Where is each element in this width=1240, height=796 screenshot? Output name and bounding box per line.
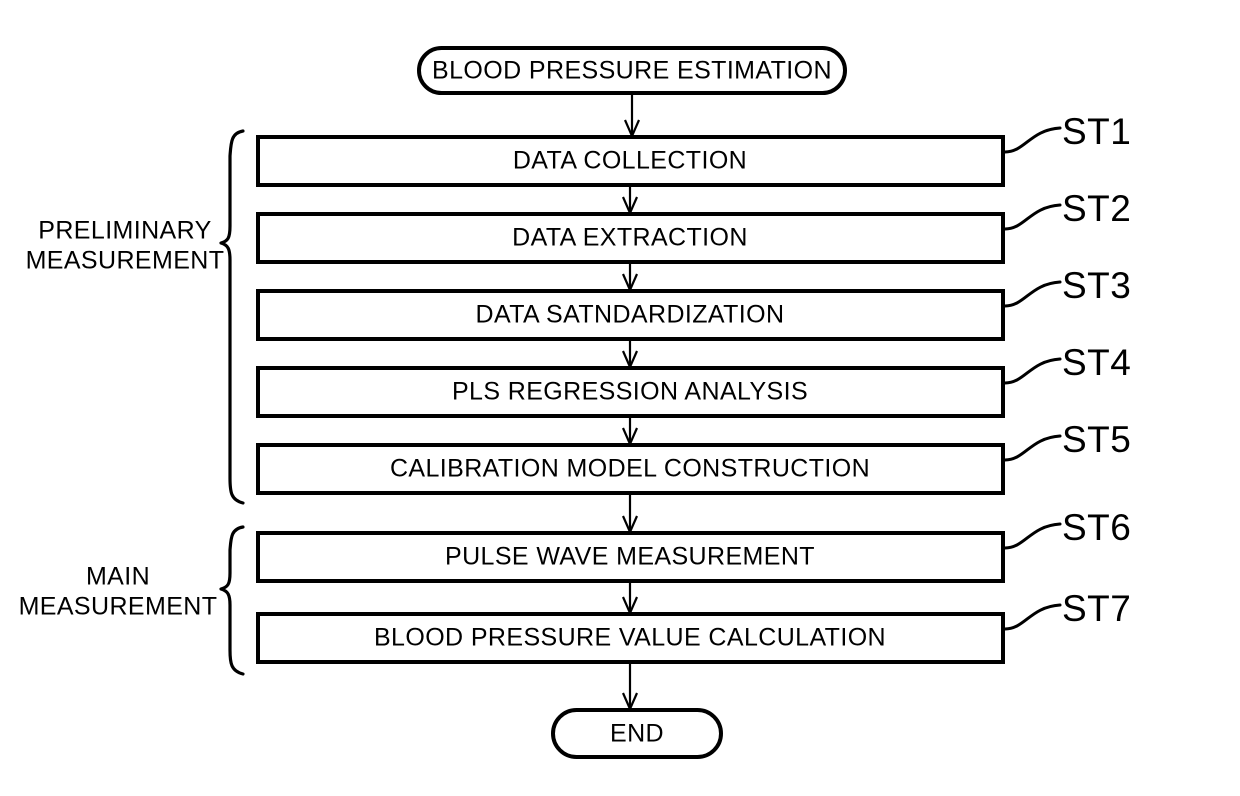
leader-st1: ST1 [1003, 111, 1131, 154]
process-node-st4-label: PLS REGRESSION ANALYSIS [452, 378, 808, 406]
step-tag-st3: ST3 [1062, 265, 1131, 306]
connector-st5-to-st6 [621, 493, 639, 535]
connector-st2-to-st3 [621, 262, 639, 293]
process-node-st6-label: PULSE WAVE MEASUREMENT [445, 543, 815, 571]
process-node-st6: PULSE WAVE MEASUREMENT [256, 531, 1005, 583]
end-node-label: END [610, 720, 664, 748]
end-node: END [551, 708, 723, 759]
leader-st3: ST3 [1003, 265, 1131, 308]
process-node-st3: DATA SATNDARDIZATION [256, 289, 1005, 341]
process-node-st2-label: DATA EXTRACTION [512, 224, 748, 252]
process-node-st7-label: BLOOD PRESSURE VALUE CALCULATION [374, 624, 886, 652]
process-node-st1-label: DATA COLLECTION [513, 147, 747, 175]
process-node-st3-shape [256, 289, 1005, 341]
process-node-st2: DATA EXTRACTION [256, 212, 1005, 264]
step-tag-st2: ST2 [1062, 188, 1131, 229]
connector-st4-to-st5 [621, 416, 639, 447]
group-label-preliminary-line2: MEASUREMENT [26, 247, 225, 275]
group-brace-preliminary: PRELIMINARY MEASUREMENT [26, 129, 245, 505]
end-node-shape [551, 708, 723, 759]
group-label-preliminary-line1: PRELIMINARY [38, 217, 211, 245]
leader-st2: ST2 [1003, 188, 1131, 231]
process-node-st5-label: CALIBRATION MODEL CONSTRUCTION [390, 455, 870, 483]
step-tag-st5: ST5 [1062, 419, 1131, 460]
step-tag-st4: ST4 [1062, 342, 1131, 383]
connector-st6-to-st7 [621, 581, 639, 616]
step-tag-st6: ST6 [1062, 507, 1131, 548]
leader-st4: ST4 [1003, 342, 1131, 385]
process-node-st7-shape [256, 612, 1005, 664]
connector-st3-to-st4 [621, 339, 639, 370]
start-node: BLOOD PRESSURE ESTIMATION [417, 46, 847, 95]
step-tag-st7: ST7 [1062, 588, 1131, 629]
process-node-st3-label: DATA SATNDARDIZATION [476, 301, 785, 329]
leader-st5: ST5 [1003, 419, 1131, 462]
process-node-st1: DATA COLLECTION [256, 135, 1005, 187]
connector-st7-to-end [621, 662, 639, 712]
process-node-st5: CALIBRATION MODEL CONSTRUCTION [256, 443, 1005, 495]
step-tag-st1: ST1 [1062, 111, 1131, 152]
connector-start-to-st1 [623, 93, 641, 139]
group-brace-main: MAIN MEASUREMENT [19, 525, 245, 676]
process-node-st7: BLOOD PRESSURE VALUE CALCULATION [256, 612, 1005, 664]
process-node-st1-shape [256, 135, 1005, 187]
start-node-label: BLOOD PRESSURE ESTIMATION [432, 57, 832, 85]
process-node-st4: PLS REGRESSION ANALYSIS [256, 366, 1005, 418]
group-label-main-line1: MAIN [86, 563, 150, 591]
group-label-main-line2: MEASUREMENT [19, 593, 218, 621]
leader-st7: ST7 [1003, 588, 1131, 631]
connector-st1-to-st2 [621, 185, 639, 216]
leader-st6: ST6 [1003, 507, 1131, 550]
